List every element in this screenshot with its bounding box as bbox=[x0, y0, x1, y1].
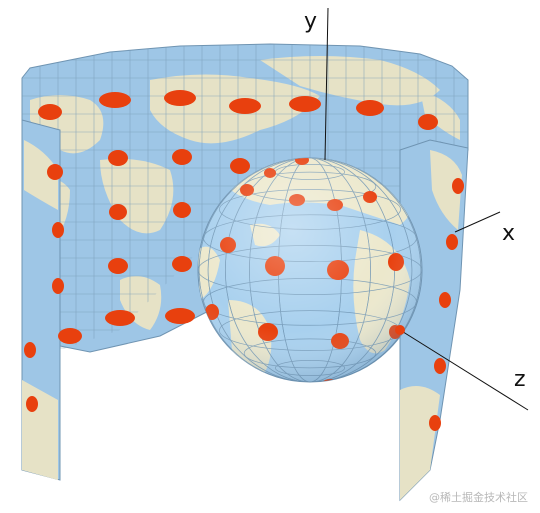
axis-label-z: z bbox=[514, 367, 526, 392]
indicatrix-ellipse bbox=[262, 376, 278, 382]
x-axis-line bbox=[454, 211, 501, 233]
indicatrix-ellipse bbox=[52, 278, 64, 294]
indicatrix-ellipse bbox=[434, 358, 446, 374]
axes bbox=[324, 7, 529, 411]
indicatrix-ellipse bbox=[429, 415, 441, 431]
globe bbox=[197, 157, 423, 383]
indicatrix-ellipse bbox=[52, 222, 64, 238]
indicatrix-ellipse bbox=[439, 292, 451, 308]
axis-label-x: x bbox=[502, 221, 515, 246]
indicatrix-ellipse bbox=[379, 377, 391, 382]
indicatrix-ellipse bbox=[108, 258, 128, 274]
z-axis-line bbox=[399, 329, 529, 411]
indicatrix-ellipse bbox=[108, 150, 128, 166]
indicatrix-ellipse bbox=[418, 114, 438, 130]
indicatrix-ellipse bbox=[26, 396, 38, 412]
indicatrix-ellipse bbox=[446, 234, 458, 250]
indicatrix-ellipse bbox=[230, 158, 250, 174]
cylinder-right-panel bbox=[399, 139, 469, 502]
indicatrix-ellipse bbox=[172, 149, 192, 165]
axis-label-y: y bbox=[304, 9, 317, 34]
indicatrix-ellipse bbox=[38, 104, 62, 120]
indicatrix-ellipse bbox=[172, 256, 192, 272]
watermark: @稀土掘金技术社区 bbox=[429, 491, 528, 504]
indicatrix-ellipse bbox=[47, 164, 63, 180]
indicatrix-ellipse bbox=[452, 178, 464, 194]
indicatrix-ellipse bbox=[24, 342, 36, 358]
z-axis-origin bbox=[395, 325, 405, 335]
indicatrix-ellipse bbox=[109, 204, 127, 220]
indicatrix-ellipse bbox=[173, 202, 191, 218]
indicatrix-ellipse bbox=[229, 98, 261, 114]
indicatrix-ellipse bbox=[164, 90, 196, 106]
cylinder-indicatrix-group bbox=[24, 90, 464, 431]
y-axis-line bbox=[324, 7, 329, 161]
indicatrix-ellipse bbox=[105, 310, 135, 326]
indicatrix-ellipse bbox=[99, 92, 131, 108]
indicatrix-ellipse bbox=[165, 308, 195, 324]
indicatrix-ellipse bbox=[58, 328, 82, 344]
indicatrix-ellipse bbox=[289, 96, 321, 112]
indicatrix-ellipse bbox=[356, 100, 384, 116]
